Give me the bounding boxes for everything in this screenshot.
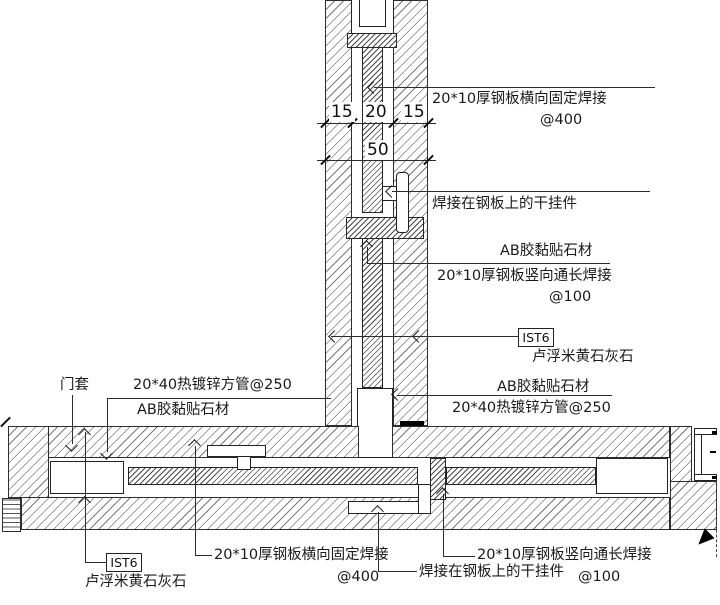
dry-hanger-band-bar — [348, 501, 419, 514]
callout-hanger-top: 焊接在钢板上的干挂件 — [432, 196, 577, 212]
callout-horiz-weld-bottom-line1: 20*10厚钢板横向固定焊接 — [214, 547, 389, 563]
leader-hanger-bottom-h — [378, 571, 417, 572]
steel-strip-right — [446, 467, 596, 485]
steel-strip-left — [128, 467, 418, 485]
door-frame-tick — [710, 451, 716, 453]
leader-stone-tag-top — [331, 336, 518, 337]
callout-ab-stone-left: AB胶黏贴石材 — [137, 402, 230, 418]
callout-tube-right: 20*40热镀锌方管@250 — [452, 400, 611, 416]
leader-vert-weld-drop — [367, 247, 368, 264]
dim-line-total — [317, 160, 436, 161]
door-frame-tick — [712, 476, 717, 479]
door-frame-tick — [712, 431, 717, 434]
square-tube-wall-base — [357, 388, 393, 458]
dry-hanger-body — [396, 172, 409, 233]
steel-plate-horizontal-top — [347, 33, 397, 48]
dry-hanger-band-stem — [418, 484, 431, 514]
leader-tube-ab-left — [107, 398, 331, 399]
leader-hanger-bottom-v — [378, 512, 379, 572]
dim-value-15-right: 15 — [401, 102, 427, 122]
leader-horiz-weld-top — [374, 87, 655, 88]
leader-ab-vert-weld — [367, 263, 610, 264]
dim-value-20: 20 — [363, 102, 389, 122]
callout-tube-left: 20*40热镀锌方管@250 — [133, 377, 292, 393]
callout-ab-stone-upper: AB胶黏贴石材 — [500, 243, 593, 259]
callout-vert-weld-bottom-line1: 20*10厚钢板竖向通长焊接 — [477, 547, 652, 563]
callout-door-casing: 门套 — [60, 377, 89, 393]
leader-vert-weld-bottom-v — [443, 494, 444, 557]
wall-stone-panel-left — [325, 0, 352, 426]
band-end-block-lower — [670, 481, 717, 530]
break-line-right — [716, 481, 717, 557]
door-jamb-block — [8, 426, 49, 498]
dim-value-50: 50 — [365, 140, 391, 160]
leader-stone-tag-bottom — [85, 432, 86, 562]
leader-hanger-top — [392, 191, 650, 192]
leader-tube-right — [397, 395, 612, 396]
stone-tag-top: IST6 — [518, 328, 554, 347]
leader-horiz-weld-bottom-h — [195, 555, 212, 556]
steel-plate-block-horizontal — [346, 217, 424, 239]
wall-stone-panel-right — [393, 0, 428, 426]
door-frame-left-profile — [2, 498, 21, 532]
leader-stone-tag-bottom-h — [85, 562, 106, 563]
top-channel-inner — [359, 0, 386, 27]
callout-horiz-weld-top-line1: 20*10厚钢板横向固定焊接 — [432, 91, 607, 107]
steel-plate-vertical-upper — [362, 47, 383, 213]
stone-name-bottom: 卢浮米黄石灰石 — [85, 574, 187, 590]
callout-vert-weld-top-line2: @100 — [549, 289, 592, 305]
callout-hanger-bottom: 焊接在钢板上的干挂件 — [419, 564, 564, 580]
steel-plate-vertical-lower — [362, 238, 383, 388]
leader-vert-weld-bottom-h — [443, 556, 475, 557]
dim-line-upper — [317, 123, 436, 124]
stone-name-top: 卢浮米黄石灰石 — [532, 349, 634, 365]
leader-horiz-weld-bottom-v — [195, 446, 196, 556]
callout-vert-weld-top-line1: 20*10厚钢板竖向通长焊接 — [437, 268, 612, 284]
callout-vert-weld-bottom-line2: @100 — [578, 569, 621, 585]
sealant-mark — [400, 421, 424, 426]
square-tube-right — [596, 458, 668, 494]
fixing-plate-bar — [207, 445, 266, 457]
square-tube-left — [50, 461, 124, 494]
band-end-block-upper — [670, 426, 692, 482]
band-top-layer-left — [48, 426, 359, 458]
leader-tube-left-drop — [107, 398, 108, 452]
callout-horiz-weld-top-line2: @400 — [540, 112, 583, 128]
callout-ab-stone-lower: AB胶黏贴石材 — [497, 379, 590, 395]
dim-value-15-left: 15 — [329, 102, 355, 122]
band-bottom-layer — [21, 497, 670, 530]
leader-door-casing — [72, 395, 73, 444]
band-top-layer-right — [392, 426, 670, 458]
callout-horiz-weld-bottom-line2: @400 — [337, 569, 380, 585]
steel-plate-vertical-band — [430, 458, 446, 500]
section-cut-arrow-icon — [693, 528, 715, 550]
stone-tag-bottom: IST6 — [106, 553, 142, 572]
